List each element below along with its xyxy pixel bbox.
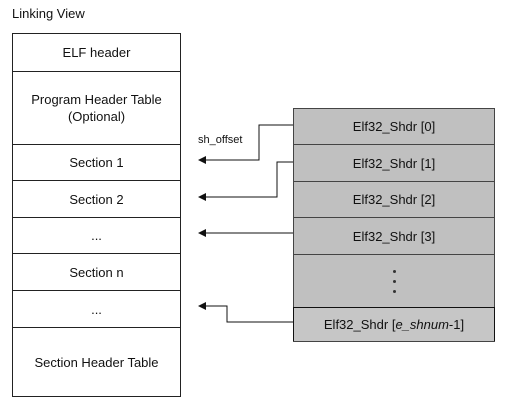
shdr-0-row: Elf32_Shdr [0] <box>294 109 494 145</box>
ellipsis-label-2: ... <box>91 301 102 317</box>
section-n-label: Section n <box>69 264 124 280</box>
section-1-label: Section 1 <box>69 155 124 170</box>
shdr-1-row: Elf32_Shdr [1] <box>294 145 494 182</box>
ellipsis-row-2: ... <box>13 291 180 328</box>
ellipsis-dot <box>392 289 396 293</box>
shdr-last-italic: e_shnum <box>395 317 449 332</box>
sh-offset-label: sh_offset <box>198 134 243 146</box>
section-header-table-label: Section Header Table <box>34 354 159 370</box>
program-header-optional-label: (Optional) <box>67 109 126 124</box>
section-header-table-row: Section Header Table <box>13 328 180 396</box>
elf-header-row: ELF header <box>13 34 180 72</box>
shdr-vertical-ellipsis <box>294 255 494 307</box>
shdr-2-row: Elf32_Shdr [2] <box>294 182 494 218</box>
arrow-shdr-last-to-ellipsis <box>198 302 293 323</box>
section-n-row: Section n <box>13 254 180 291</box>
linking-view-title: Linking View <box>12 6 85 21</box>
shdr-2-label: Elf32_Shdr [2] <box>352 192 436 207</box>
program-header-table-row: Program Header Table (Optional) <box>13 72 180 145</box>
shdr-last-label: Elf32_Shdr [e_shnum-1] <box>324 317 464 332</box>
shdr-last-row: Elf32_Shdr [e_shnum-1] <box>293 307 495 341</box>
section-1-row: Section 1 <box>13 145 180 181</box>
ellipsis-dot <box>392 269 396 273</box>
section-2-label: Section 2 <box>69 191 124 207</box>
program-header-table-label: Program Header Table <box>31 92 162 107</box>
section-header-entries: Elf32_Shdr [0] Elf32_Shdr [1] Elf32_Shdr… <box>293 108 495 342</box>
arrow-shdr-0-to-section-1 <box>198 124 293 164</box>
shdr-1-label: Elf32_Shdr [1] <box>352 155 436 171</box>
ellipsis-label-1: ... <box>91 228 102 243</box>
linking-view-table: ELF header Program Header Table (Optiona… <box>12 33 181 397</box>
arrow-shdr-1-to-section-2 <box>198 161 293 201</box>
shdr-3-row: Elf32_Shdr [3] <box>294 218 494 255</box>
shdr-last-suffix: -1] <box>448 317 465 332</box>
shdr-0-label: Elf32_Shdr [0] <box>352 119 436 134</box>
elf-header-label: ELF header <box>62 45 131 60</box>
shdr-last-prefix: Elf32_Shdr [ <box>323 317 396 332</box>
ellipsis-row-1: ... <box>13 218 180 254</box>
ellipsis-dot <box>392 279 396 283</box>
section-2-row: Section 2 <box>13 181 180 218</box>
shdr-3-label: Elf32_Shdr [3] <box>352 228 436 244</box>
